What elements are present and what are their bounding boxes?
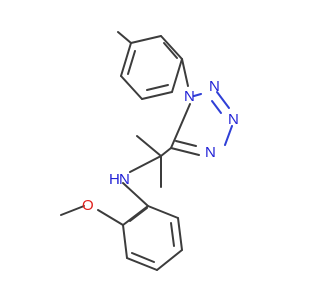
ring-bond	[224, 125, 233, 146]
n-aryl-bond	[122, 182, 149, 207]
ring-double-bond	[163, 42, 178, 59]
ring-bond	[141, 91, 173, 100]
ring-bond	[130, 35, 162, 44]
ring-double-bond	[211, 100, 222, 114]
ring-double-bond	[129, 207, 148, 222]
bond	[160, 147, 172, 157]
ring-bond	[170, 147, 200, 156]
amine-h-label: H	[109, 171, 120, 188]
aryl-n-bond	[181, 58, 189, 87]
atom-labels: N N N N N H O	[82, 78, 239, 214]
ring-bond	[120, 75, 143, 100]
ring-double-bond	[146, 84, 169, 91]
c-n-bond	[129, 155, 162, 173]
ring-bond	[120, 42, 132, 77]
atom-n3: N	[228, 111, 239, 128]
ring-bond	[122, 224, 128, 259]
ring-bond	[160, 35, 183, 60]
c-o-bond	[97, 209, 124, 226]
tetrazole-ring	[170, 91, 233, 156]
methyl-bond	[117, 31, 132, 44]
structure-diagram: N N N N N H O	[60, 31, 239, 271]
amine-n-label: N	[119, 171, 130, 188]
anisole-ring	[60, 182, 183, 271]
ring-double-bond	[170, 222, 175, 247]
atom-n1: N	[184, 88, 195, 105]
ring-bond	[170, 103, 191, 149]
gem-dimethyl-center	[129, 135, 172, 188]
ring-double-bond	[127, 50, 136, 75]
ring-bond	[156, 249, 183, 271]
methoxy-bond	[60, 205, 85, 216]
ring-bond	[177, 217, 183, 251]
ring-bond	[126, 257, 158, 271]
ring-double-bond	[131, 252, 155, 263]
atom-n4: N	[205, 144, 216, 161]
atom-n2: N	[209, 78, 220, 95]
ring-bond	[216, 91, 230, 109]
ring-bond	[147, 205, 179, 219]
tolyl-ring	[117, 31, 189, 100]
molecule-drawing: N N N N N H O	[60, 31, 239, 271]
oxygen-label: O	[82, 197, 94, 214]
methyl-bond	[136, 135, 162, 157]
ring-bond	[193, 93, 202, 97]
ring-double-bond	[175, 140, 197, 147]
ring-bond	[171, 58, 183, 93]
